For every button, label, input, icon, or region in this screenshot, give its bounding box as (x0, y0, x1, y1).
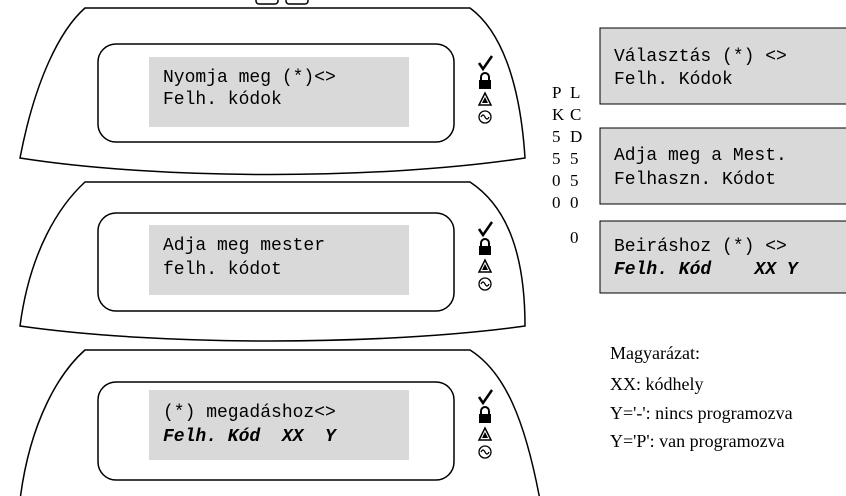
alt-display-2: Adja meg a Mest. Felhaszn. Kódot (599, 127, 846, 205)
legend-line: Y='P': van programozva (610, 431, 785, 451)
model-left-char: 5 (552, 127, 561, 146)
keypad-1-lcd (149, 57, 409, 127)
warning-triangle-icon (477, 258, 493, 273)
model-label-lcd5500: L C D 5 5 0 0 (570, 83, 582, 247)
keypad-3-lcd (149, 390, 409, 460)
alt-display-3-line2: Felh. Kód XX Y (614, 260, 800, 280)
alt-display-1-line2: Felh. Kódok (614, 70, 733, 90)
check-icon (477, 55, 494, 72)
warning-triangle-icon (477, 426, 493, 441)
ac-power-icon (478, 277, 492, 291)
model-left-char: 0 (552, 193, 561, 212)
legend-line: XX: kódhely (610, 374, 704, 394)
keypad-1-line1: Nyomja meg (*)<> (163, 68, 336, 88)
alt-display-2-line1: Adja meg a Mest. (614, 146, 787, 166)
keypad-3-line2: Felh. Kód XX Y (163, 427, 338, 447)
keypad-top-stub (255, 0, 309, 5)
model-left-char: 0 (552, 171, 561, 190)
keypad-2-line1: Adja meg mester (163, 236, 325, 256)
model-label-pk5500: P K 5 5 0 0 (552, 83, 565, 212)
legend-line: Y='-': nincs programozva (610, 403, 793, 423)
ac-power-icon (478, 110, 492, 124)
keypad-3-bezel (97, 381, 455, 481)
alt-display-1: Választás (*) <> Felh. Kódok (599, 27, 846, 105)
model-right-char: 0 (570, 228, 579, 247)
lock-icon (479, 72, 491, 89)
model-right-char: 0 (570, 193, 579, 212)
lock-icon (479, 238, 491, 255)
model-right-char: D (570, 127, 582, 146)
keypad-2-status-icons (477, 221, 494, 291)
keypad-1-bezel (97, 43, 455, 143)
keypad-3: (*) megadáshoz<> Felh. Kód XX Y (19, 349, 540, 496)
model-right-char: C (570, 105, 581, 124)
model-right-char: L (570, 83, 580, 102)
warning-triangle-icon (477, 91, 493, 106)
lock-icon (479, 406, 491, 423)
keypad-2-lcd (149, 225, 409, 295)
legend: Magyarázat: XX: kódhely Y='-': nincs pro… (610, 343, 793, 451)
legend-title: Magyarázat: (610, 343, 700, 363)
model-left-char: P (552, 83, 561, 102)
alt-display-2-line2: Felhaszn. Kódot (614, 170, 776, 190)
alt-display-3: Beiráshoz (*) <> Felh. Kód XX Y (599, 220, 846, 294)
keypad-1-line2: Felh. kódok (163, 90, 282, 110)
model-right-char: 5 (570, 149, 579, 168)
model-right-char: 5 (570, 171, 579, 190)
keypad-2: Adja meg mester felh. kódot (19, 181, 526, 342)
keypad-3-status-icons (477, 389, 494, 459)
alt-display-1-line1: Választás (*) <> (614, 47, 787, 67)
keypad-1-status-icons (477, 55, 494, 124)
keypad-3-line1: (*) megadáshoz<> (163, 403, 336, 423)
check-icon (477, 221, 494, 238)
check-icon (477, 389, 494, 406)
keypad-2-bezel (97, 212, 455, 312)
alt-display-3-line1: Beiráshoz (*) <> (614, 237, 787, 257)
model-left-char: K (552, 105, 565, 124)
keypad-2-line2: felh. kódot (163, 260, 282, 280)
ac-power-icon (478, 445, 492, 459)
keypad-1: Nyomja meg (*)<> Felh. kódok (19, 7, 526, 176)
model-left-char: 5 (552, 149, 561, 168)
